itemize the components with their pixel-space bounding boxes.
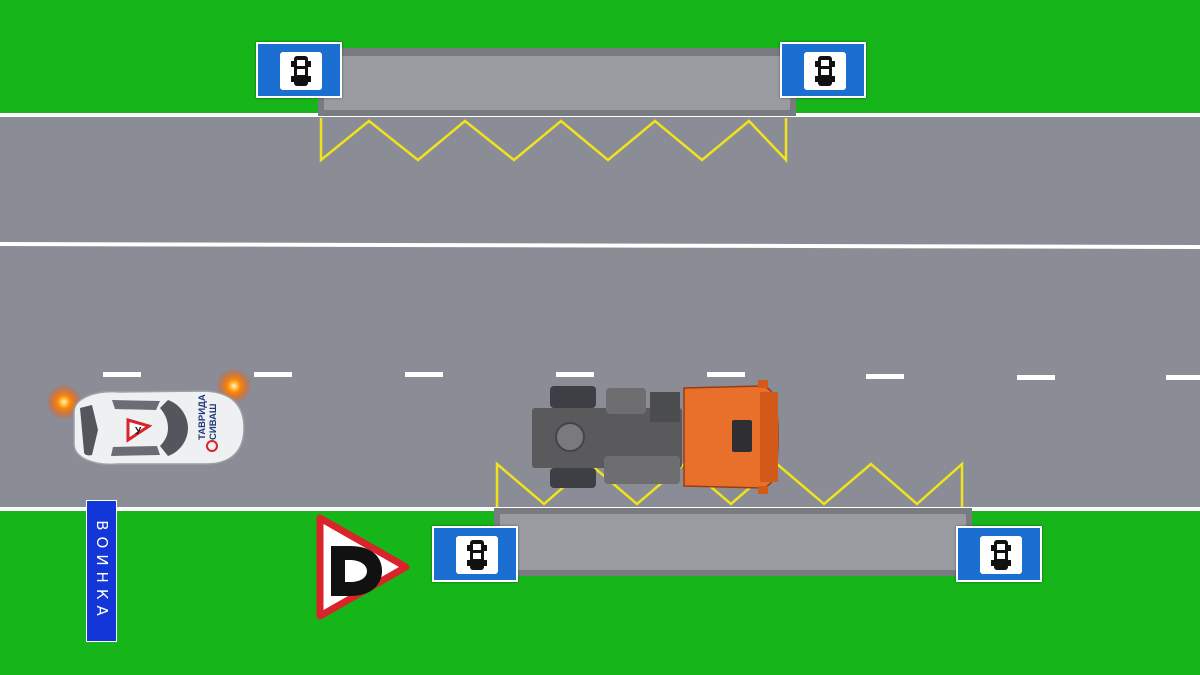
bus-stop-sign: [256, 42, 342, 98]
training-car: У ТАВРИДА СИВАШ: [46, 368, 252, 466]
lane-dashed-line: [103, 372, 1200, 380]
center-solid-line: [0, 242, 1200, 249]
zigzag-marking-top: [319, 118, 788, 164]
priority-sign: [316, 514, 410, 620]
bus-stop-sign: [956, 526, 1042, 582]
bus-stop-sign: [432, 526, 518, 582]
bus-icon: [280, 52, 322, 90]
bus-icon: [456, 536, 498, 574]
bus-icon: [804, 52, 846, 90]
car-roof-text-1: ТАВРИДА: [197, 394, 208, 440]
car-roof-text-2: СИВАШ: [208, 404, 219, 440]
bus-stop-sign: [780, 42, 866, 98]
truck-tractor: [532, 380, 779, 494]
zigzag-marking-bottom: [495, 461, 964, 507]
bus-icon: [980, 536, 1022, 574]
road-priority-icon: [331, 546, 382, 596]
street-name-text: ВОИНКА: [92, 520, 111, 622]
car-badge-letter: У: [135, 426, 142, 437]
beacon-left-icon: [46, 384, 82, 420]
street-name-sign: ВОИНКА: [86, 500, 117, 642]
